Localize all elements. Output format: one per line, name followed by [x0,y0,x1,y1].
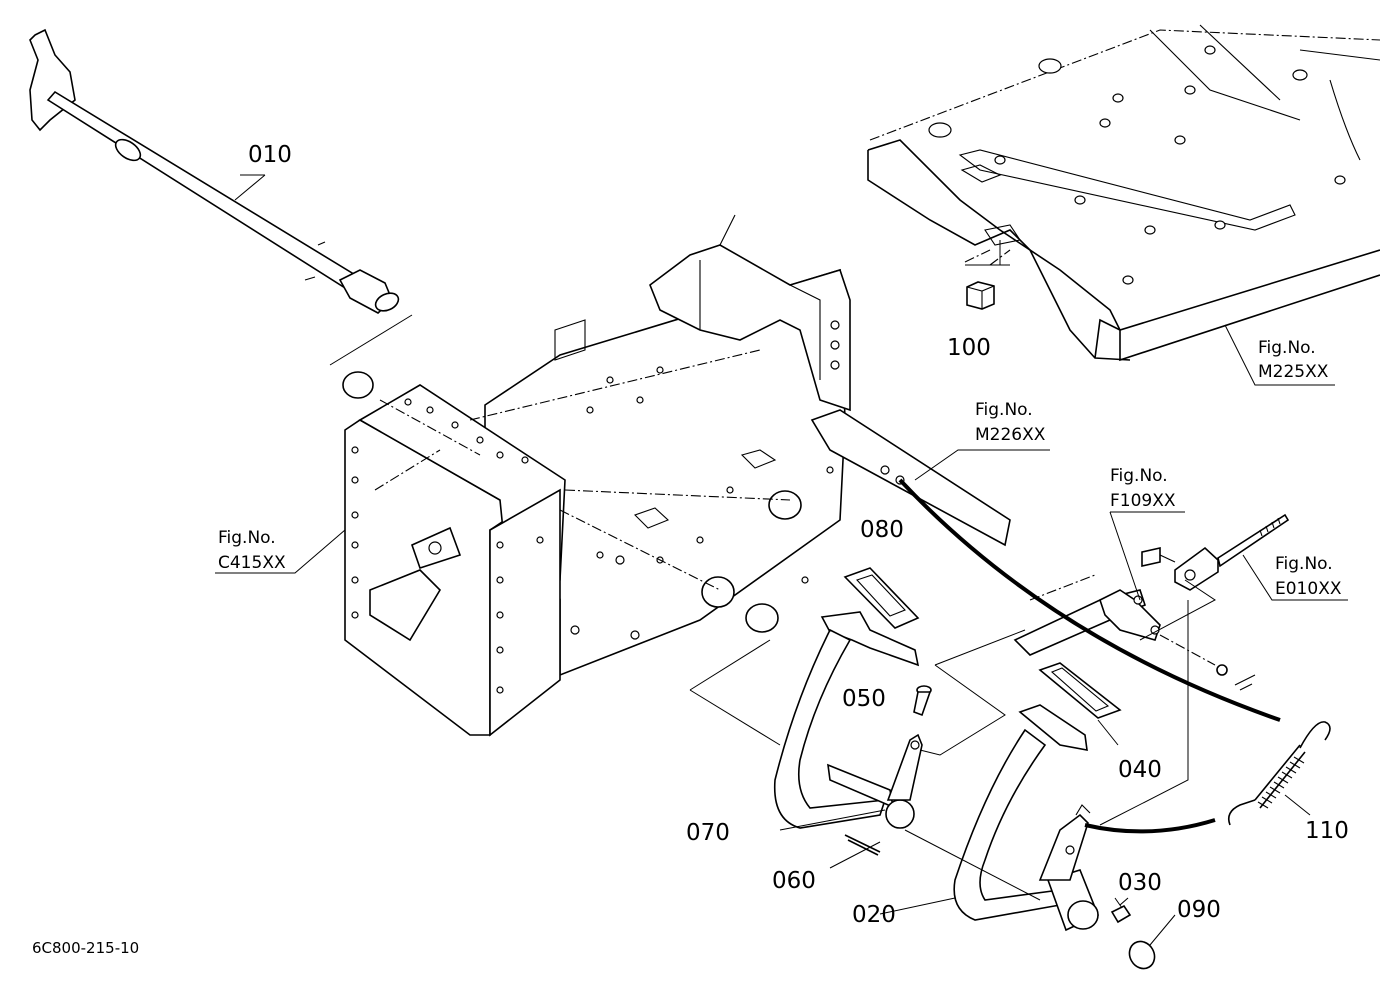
snap-ring-090 [1128,940,1156,970]
fig-ref-m226: Fig.No. M226XX [975,400,1046,445]
fig-ref-e010: Fig.No. E010XX [1275,554,1342,599]
part-labels: 010 020 030 040 050 060 070 080 090 100 … [248,142,1349,928]
label-060: 060 [772,868,816,894]
main-frame [342,214,1011,737]
label-100: 100 [947,335,991,361]
svg-text:E010XX: E010XX [1275,579,1342,599]
svg-text:Fig.No.: Fig.No. [1258,338,1316,358]
svg-text:Fig.No.: Fig.No. [218,528,276,548]
label-070: 070 [686,820,730,846]
svg-text:M226XX: M226XX [975,425,1046,445]
cotter-060 [844,834,881,856]
label-040: 040 [1118,757,1162,783]
pedal-020 [953,704,1100,932]
svg-text:C415XX: C415XX [218,553,286,573]
cushion-100 [964,249,1011,310]
svg-text:M225XX: M225XX [1258,362,1329,382]
label-030: 030 [1118,870,1162,896]
label-080: 080 [860,517,904,543]
fig-ref-f109: Fig.No. F109XX [1110,466,1176,511]
step-deck [867,24,1380,362]
label-110: 110 [1305,818,1349,844]
figure-references: Fig.No. M225XX Fig.No. M226XX Fig.No. F1… [218,338,1342,599]
label-020: 020 [852,902,896,928]
svg-text:F109XX: F109XX [1110,491,1176,511]
cross-shaft-010 [29,28,400,314]
leader-lines [215,174,1348,946]
pad-080 [843,567,920,629]
fig-ref-c415: Fig.No. C415XX [218,528,286,573]
fig-ref-m225: Fig.No. M225XX [1258,338,1329,382]
pad-040 [1038,662,1122,719]
bolt-030 [1110,897,1132,924]
pedal-070 [773,611,923,829]
label-090: 090 [1177,897,1221,923]
linkage [1013,513,1290,691]
label-050: 050 [842,686,886,712]
svg-text:Fig.No.: Fig.No. [1275,554,1333,574]
svg-text:Fig.No.: Fig.No. [1110,466,1168,486]
svg-text:Fig.No.: Fig.No. [975,400,1033,420]
pin-050 [913,685,932,717]
drawing-code: 6C800-215-10 [32,939,139,957]
label-010: 010 [248,142,292,168]
spring-110 [898,478,1331,834]
